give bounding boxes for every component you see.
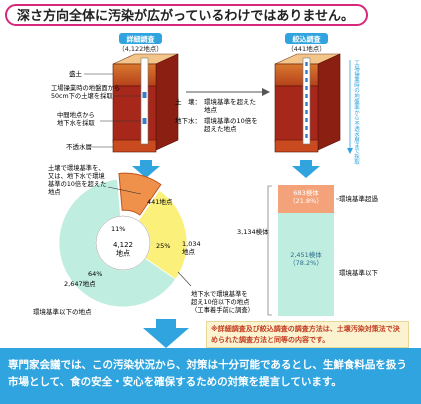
page-title: 深さ方向全体に汚染が広がっているわけではありません。 (5, 4, 368, 26)
down-arrow-right (292, 160, 320, 178)
stacked-bar (278, 185, 334, 316)
legend-soil-key: 土 壌： (175, 97, 201, 106)
down-arrow-left (132, 160, 160, 178)
bar-bottom-value: 2,451検体（78.2%） (289, 250, 323, 267)
legend-groundwater-value: 環境基準の10倍を超えた地点 (204, 116, 258, 133)
detail-survey-badge-label: 詳細調査 (127, 35, 156, 44)
narrowed-survey-count: （441地点） (287, 44, 325, 53)
pct-64-label: 64% (88, 270, 102, 278)
sample-50cm-label: 工場操業時の地盤面から 50cm下の土壌を採取 (51, 83, 122, 100)
callout-top: 土壌で環境基準を、 又は、地下水で環境 基準の10倍を超えた 地点 (48, 163, 108, 196)
detail-survey-count: （4,122地点） (118, 44, 163, 53)
detail-survey-badge (119, 33, 162, 44)
aquitard-label: 不透水層 (66, 142, 92, 151)
slice-441-label: 441地点 (147, 197, 173, 206)
donut-chart (58, 172, 188, 308)
donut-slice-441 (118, 172, 162, 216)
bar-segment-over (278, 185, 334, 213)
label-2647: 2,647地点 (64, 279, 96, 288)
bar-segment-below (278, 213, 334, 316)
sample-mid-label: 中間地点から 地下水を採取 (57, 110, 97, 127)
right-soil-block (274, 53, 341, 153)
below-standard-points-label: 環境基準以下の地点 (33, 307, 92, 316)
narrowed-survey-badge (285, 33, 328, 44)
down-arrow-main (143, 319, 189, 348)
bar-total-label: 3,134検体 (237, 227, 269, 236)
survey-method-note: ※詳細調査及び絞込調査の調査方法は、土壌汚染対策法で決められた調査方法と同等の内… (206, 321, 409, 348)
conclusion-banner: 専門家会議では、この汚染状況から、対策は十分可能であるとし、生鮮食料品を扱う市場… (0, 348, 421, 404)
fill-label: 盛土 (69, 69, 83, 78)
pct-25-label: 25% (156, 242, 170, 250)
legend-soil-value: 環境基準を超えた地点 (204, 97, 256, 114)
bar-top-label: 環境基準超過 (339, 194, 379, 203)
bar-bottom-label: 環境基準以下 (339, 268, 379, 277)
donut-center (95, 215, 151, 271)
callout-bottom: 地下水で環境基準を 超え10倍以下の地点 （工事着手前に調査） (191, 289, 254, 314)
pct-11-label: 11% (111, 225, 125, 233)
left-soil-block (112, 53, 179, 153)
legend-groundwater-key: 地下水： (175, 116, 201, 125)
bar-top-value: 683検体（21.8%） (289, 188, 323, 205)
narrowed-survey-badge-label: 絞込調査 (293, 35, 322, 44)
side-vertical-text: 工場操業時の地盤面から不透水層まで採取 (353, 60, 360, 166)
